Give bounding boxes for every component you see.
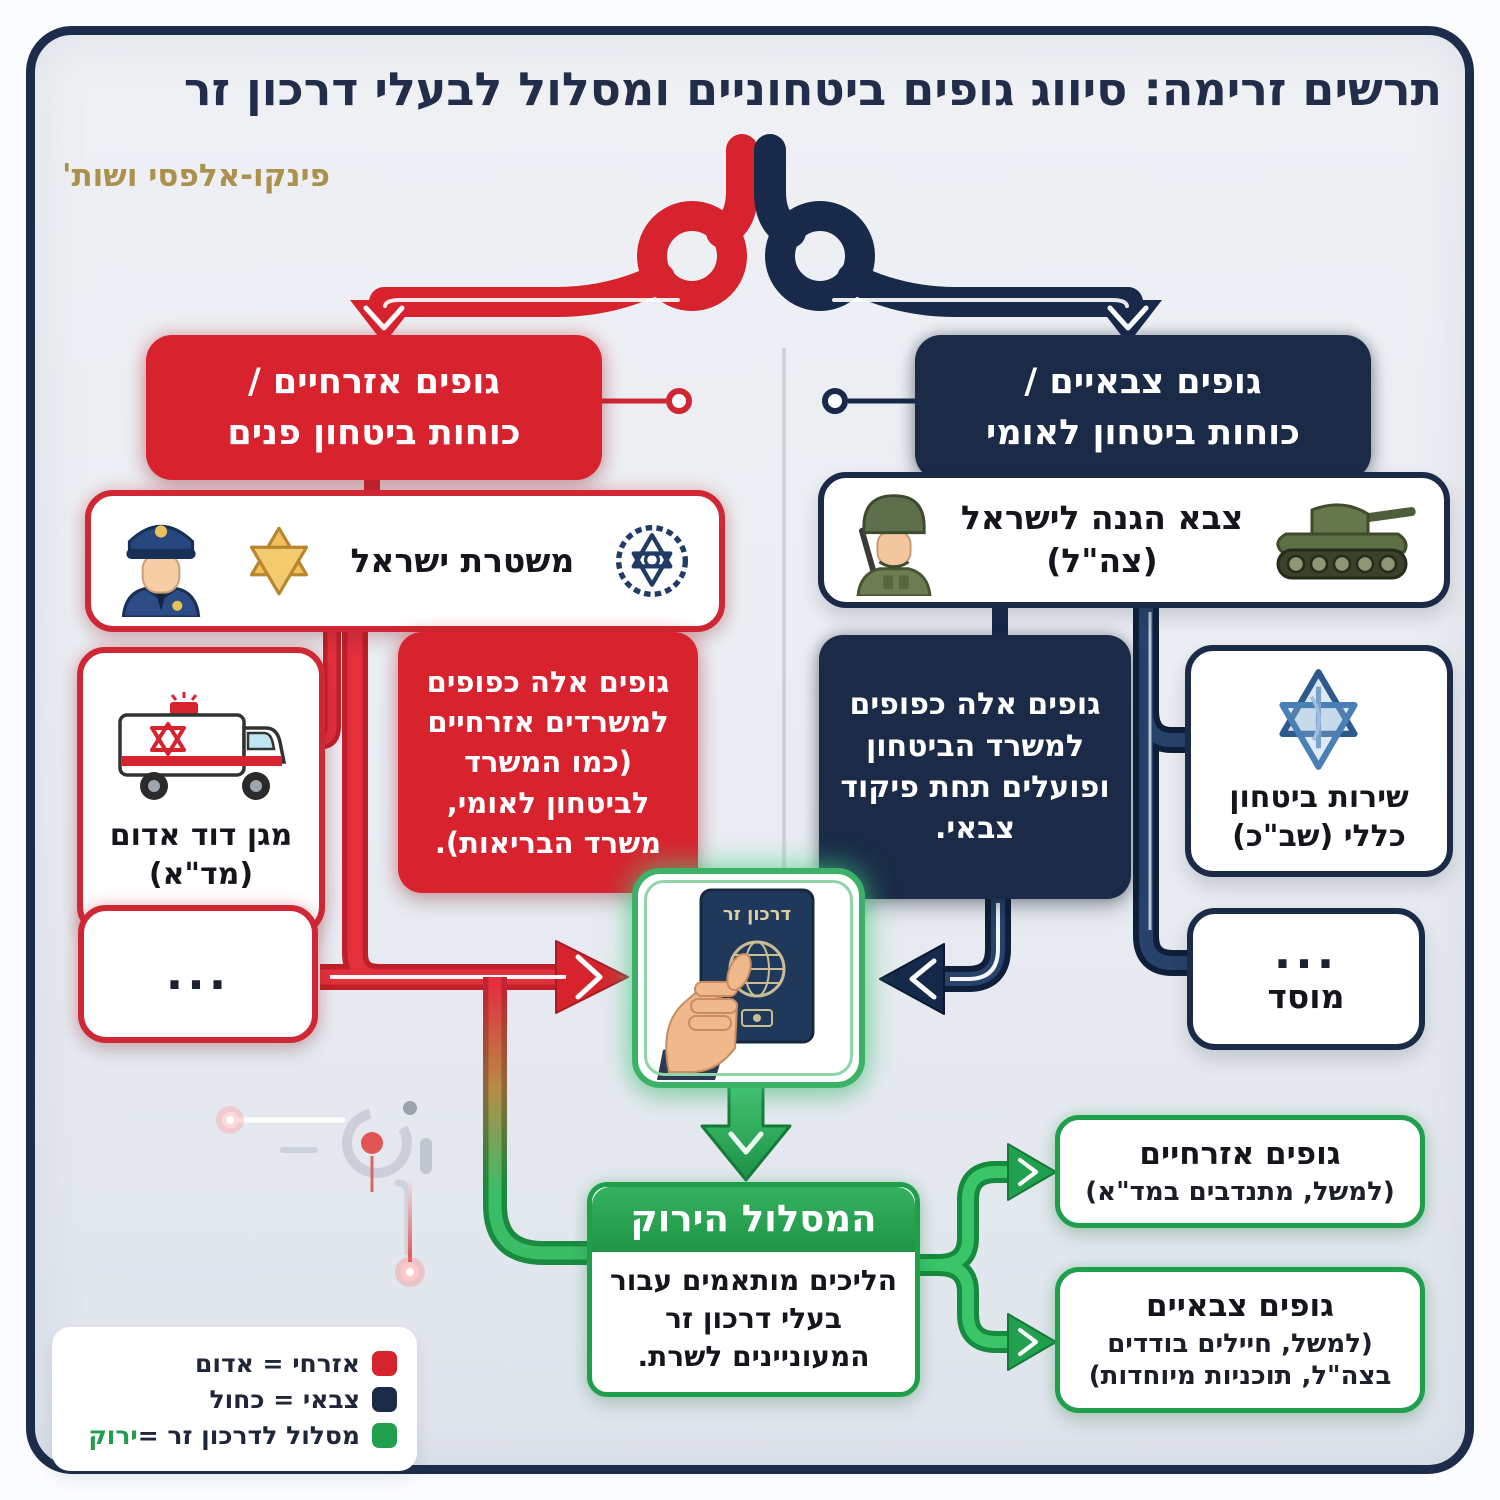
- idf-label-line2: (צה"ל): [1046, 541, 1158, 580]
- mda-label-line2: (מד"א): [148, 857, 254, 892]
- gold-star-icon: [249, 526, 308, 596]
- green-civil-title: גופים אזרחיים: [1139, 1135, 1341, 1172]
- green-path-pipes: [700, 1082, 1057, 1371]
- mda-label-line1: מגן דוד אדום: [109, 818, 293, 853]
- ambulance-icon: [118, 692, 287, 800]
- legend-label-civil: אזרחי = אדום: [194, 1348, 360, 1378]
- military-note-text: גופים אלה כפופים למשרד הביטחון ופועלים ת…: [840, 687, 1110, 847]
- mda-box: מגן דוד אדום (מד"א): [77, 647, 325, 935]
- civil-header-line2: כוחות ביטחון פנים: [227, 412, 521, 453]
- idf-box: צבא הגנה לישראל (צה"ל): [818, 472, 1450, 608]
- shabak-emblem-icon: [1279, 669, 1358, 770]
- passport-in-hand-icon: דרכון זר: [657, 888, 815, 1080]
- green-civil-box: גופים אזרחיים (למשל, מתנדבים במד"א): [1055, 1115, 1425, 1228]
- police-officer-icon: [121, 525, 201, 617]
- civil-header-line1: גופים אזרחיים /: [247, 361, 501, 402]
- legend-row-civil: אזרחי = אדום: [72, 1349, 397, 1378]
- passport-title-text: דרכון זר: [723, 904, 791, 925]
- circuit-decoration: [216, 1101, 432, 1287]
- civil-branch-header: גופים אזרחיים / כוחות ביטחון פנים: [146, 335, 602, 480]
- mossad-more-dots: ...: [1273, 924, 1339, 979]
- mossad-label: מוסד: [1267, 977, 1345, 1017]
- legend-swatch-green: [372, 1422, 397, 1448]
- shabak-label-line2: כללי (שב"כ): [1232, 819, 1406, 854]
- legend-row-military: צבאי = כחול: [72, 1385, 397, 1414]
- shabak-label-line1: שירות ביטחון: [1229, 780, 1409, 815]
- brand-subtitle: פינקו-אלפסי ושות': [62, 158, 331, 194]
- police-label: משטרת ישראל: [350, 540, 575, 580]
- legend-swatch-navy: [372, 1386, 397, 1412]
- civil-more-dots: ...: [165, 946, 231, 1001]
- green-path-box: המסלול הירוק הליכים מותאמים עבור בעלי דר…: [587, 1182, 920, 1397]
- foreign-passport-node: דרכון זר: [632, 868, 865, 1088]
- top-split-navy-arrow: [754, 134, 1162, 344]
- idf-label-line1: צבא הגנה לישראל: [960, 498, 1244, 538]
- tank-icon: [1276, 503, 1416, 580]
- legend-label-military: צבאי = כחול: [209, 1384, 360, 1414]
- green-military-title: גופים צבאיים: [1146, 1288, 1334, 1325]
- navy-node-ring: [822, 388, 915, 414]
- navy-branch-pipes: [879, 604, 1192, 1015]
- legend: אזרחי = אדום צבאי = כחול מסלול לדרכון זר…: [52, 1327, 417, 1471]
- civil-more-box: ...: [78, 905, 318, 1043]
- military-branch-header: גופים צבאיים / כוחות ביטחון לאומי: [915, 335, 1371, 480]
- shabak-box: שירות ביטחון כללי (שב"כ): [1185, 645, 1453, 877]
- green-military-box: גופים צבאיים (למשל, חיילים בודדים בצה"ל,…: [1055, 1267, 1425, 1413]
- mossad-box: ... מוסד: [1187, 908, 1425, 1050]
- military-header-line1: גופים צבאיים /: [1024, 361, 1262, 402]
- legend-label-path-green: ירוק: [88, 1420, 138, 1450]
- civil-note-text: גופים אלה כפופים למשרדים אזרחיים (כמו המ…: [426, 665, 670, 860]
- soldier-icon: [856, 494, 932, 596]
- military-header-line2: כוחות ביטחון לאומי: [986, 412, 1300, 453]
- green-military-sub: (למשל, חיילים בודדים בצה"ל, תוכניות מיוח…: [1088, 1328, 1392, 1392]
- military-note-box: גופים אלה כפופים למשרד הביטחון ופועלים ת…: [819, 635, 1131, 899]
- red-node-ring: [602, 388, 692, 414]
- legend-label-path-prefix: מסלול לדרכון זר =: [137, 1420, 360, 1450]
- green-civil-sub: (למשל, מתנדבים במד"א): [1085, 1176, 1395, 1207]
- legend-swatch-red: [372, 1350, 397, 1376]
- civil-note-box: גופים אלה כפופים למשרדים אזרחיים (כמו המ…: [398, 632, 698, 893]
- green-path-body: הליכים מותאמים עבור בעלי דרכון זר המעוני…: [609, 1264, 898, 1373]
- green-path-header: המסלול הירוק: [592, 1187, 915, 1252]
- police-emblem-icon: [615, 524, 688, 598]
- page-title: תרשים זרימה: סיווג גופים ביטחוניים ומסלו…: [183, 62, 1442, 116]
- legend-row-path: מסלול לדרכון זר = ירוק: [72, 1421, 397, 1450]
- police-box: משטרת ישראל: [85, 490, 725, 632]
- top-split-red-arrow: [350, 134, 758, 344]
